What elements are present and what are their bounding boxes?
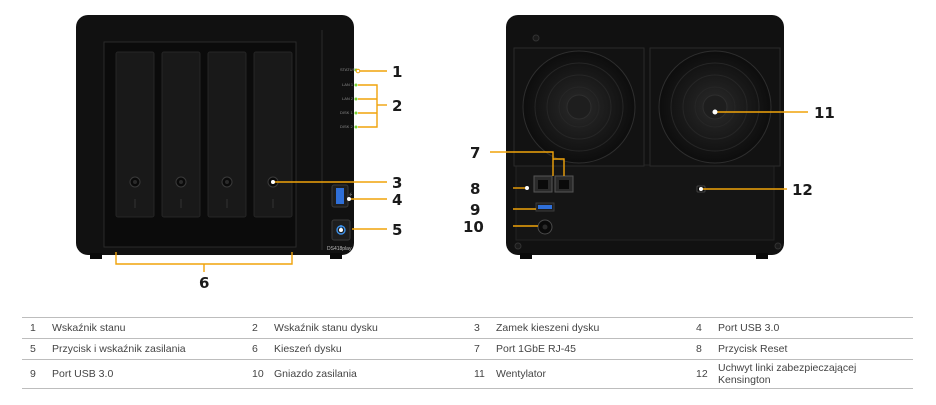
rear-view: 7 8 9 10 11 12: [463, 15, 835, 259]
legend-num: 6: [244, 338, 274, 360]
model-label: DS418play: [327, 246, 352, 252]
callout-dot: [271, 180, 275, 184]
legend-text: Wskaźnik stanu: [52, 317, 244, 339]
callout-label-1: 1: [392, 63, 402, 81]
legend-text: Wentylator: [496, 359, 688, 389]
fan-left: [513, 47, 645, 167]
screw: [532, 34, 540, 42]
nas-diagram: STATUS LAN 1 LAN 2 DISK 1 DISK 2 ⭍ DS418…: [76, 15, 835, 292]
callout-label-12: 12: [792, 181, 813, 199]
lan-ports: [533, 175, 574, 193]
led-label: LAN 1: [342, 82, 354, 87]
callout-dot: [347, 197, 351, 201]
legend-text: Zamek kieszeni dysku: [496, 317, 688, 339]
legend-num: 4: [688, 317, 718, 339]
led-lan1: [354, 83, 358, 87]
legend-num: 12: [688, 359, 718, 389]
callout-dot: [355, 68, 361, 74]
callout-dot: [712, 109, 718, 115]
callout-lines-rear: [490, 111, 808, 227]
rear-foot-left: [520, 253, 532, 259]
rear-foot-right: [756, 253, 768, 259]
legend-text: Port 1GbE RJ-45: [496, 338, 688, 360]
callout-lines-front: [115, 70, 387, 272]
svg-text:⭍: ⭍: [349, 192, 353, 197]
led-disk1: [354, 111, 358, 115]
drive-tray: [115, 51, 155, 218]
legend-num: 9: [22, 359, 52, 389]
legend-text: Port USB 3.0: [52, 359, 244, 389]
legend-text: Port USB 3.0: [718, 317, 913, 339]
callout-label-2: 2: [392, 97, 402, 115]
legend-num: 5: [22, 338, 52, 360]
led-disk2: [354, 125, 358, 129]
power-socket: [537, 219, 553, 235]
legend-num: 10: [244, 359, 274, 389]
screw: [514, 242, 522, 250]
legend-row: 9 Port USB 3.0 10 Gniazdo zasilania 11 W…: [22, 359, 913, 389]
legend-text: Przycisk Reset: [718, 338, 913, 360]
legend-text: Gniazdo zasilania: [274, 359, 466, 389]
front-foot-right: [330, 253, 342, 259]
callout-dot: [525, 186, 529, 190]
front-usb-port: ⭍: [331, 184, 353, 208]
led-label: LAN 2: [342, 96, 354, 101]
legend-row: 1 Wskaźnik stanu 2 Wskaźnik stanu dysku …: [22, 317, 913, 339]
legend-num: 8: [688, 338, 718, 360]
callout-label-6: 6: [199, 274, 209, 292]
legend-num: 3: [466, 317, 496, 339]
legend-table: 1 Wskaźnik stanu 2 Wskaźnik stanu dysku …: [22, 317, 913, 389]
led-indicators: STATUS LAN 1 LAN 2 DISK 1 DISK 2: [340, 67, 358, 129]
drive-tray: [253, 51, 293, 218]
fan-right: [649, 47, 781, 167]
rear-usb-port: [535, 202, 555, 212]
led-label: DISK 2: [340, 124, 353, 129]
legend-num: 2: [244, 317, 274, 339]
front-foot-left: [90, 253, 102, 259]
legend-row: 5 Przycisk i wskaźnik zasilania 6 Kiesze…: [22, 338, 913, 360]
led-label: STATUS: [340, 67, 356, 72]
callout-label-7: 7: [470, 144, 480, 162]
callout-label-10: 10: [463, 218, 484, 236]
legend-text: Kieszeń dysku: [274, 338, 466, 360]
callout-label-11: 11: [814, 104, 835, 122]
callout-label-9: 9: [470, 201, 480, 219]
legend-num: 7: [466, 338, 496, 360]
callout-dot: [699, 187, 703, 191]
callout-dot: [339, 228, 343, 232]
legend-text: Wskaźnik stanu dysku: [274, 317, 466, 339]
legend-num: 11: [466, 359, 496, 389]
screw: [774, 242, 782, 250]
callout-label-3: 3: [392, 174, 402, 192]
callout-label-5: 5: [392, 221, 402, 239]
led-lan2: [354, 97, 358, 101]
legend-text: Uchwyt linki zabezpieczającej Kensington: [718, 362, 857, 386]
legend-text: Przycisk i wskaźnik zasilania: [52, 338, 244, 360]
front-view: STATUS LAN 1 LAN 2 DISK 1 DISK 2 ⭍ DS418…: [76, 15, 402, 292]
callout-label-8: 8: [470, 180, 480, 198]
drive-tray: [161, 51, 201, 218]
led-label: DISK 1: [340, 110, 353, 115]
drive-tray: [207, 51, 247, 218]
legend-num: 1: [22, 317, 52, 339]
callout-label-4: 4: [392, 191, 402, 209]
